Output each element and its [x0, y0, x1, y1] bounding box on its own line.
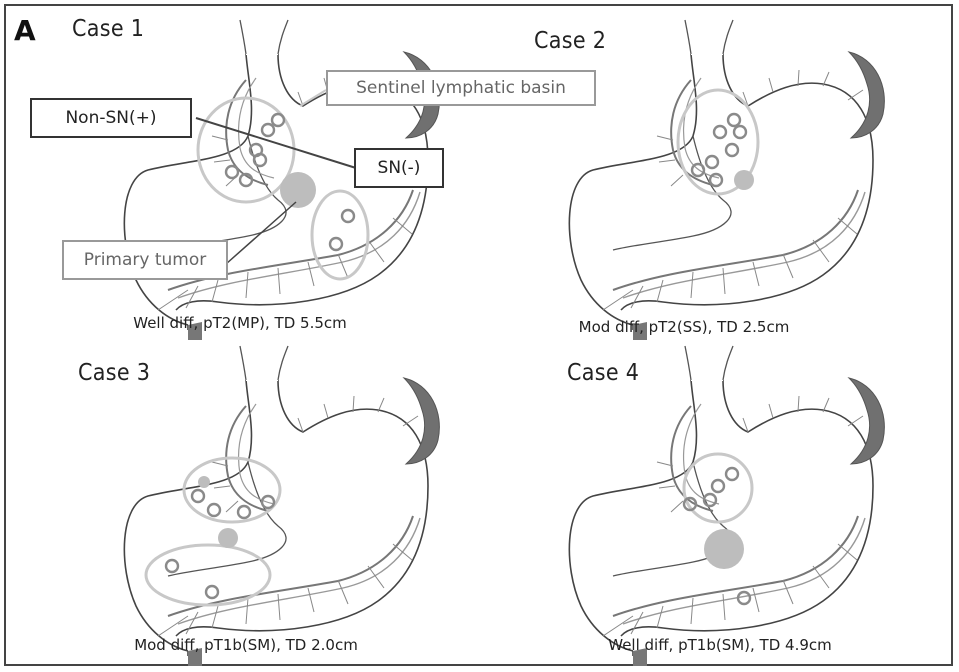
case1-lymph-node: [226, 166, 238, 178]
case3-lymph-node: [166, 560, 178, 572]
case1-caption: Well diff, pT2(MP), TD 5.5cm: [30, 314, 450, 332]
case4-title: Case 4: [567, 360, 639, 386]
case1-lymph-node: [342, 210, 354, 222]
case4-lymph-node: [712, 480, 724, 492]
case2-lymph-node: [706, 156, 718, 168]
case2-lymph-node: [726, 144, 738, 156]
case1-connector-tumor: [226, 202, 296, 264]
case3-lymph-node: [206, 586, 218, 598]
case2-lymph-node: [714, 126, 726, 138]
case4-diagram: [569, 346, 884, 666]
non-sn-positive-label: Non-SN(+): [30, 98, 192, 138]
case1-title: Case 1: [72, 16, 144, 42]
case2-tumor: [734, 170, 754, 190]
case3-lymph-node: [208, 504, 220, 516]
case1-tumor: [280, 172, 316, 208]
case4-lymph-node: [738, 592, 750, 604]
case4-lymph-node: [726, 468, 738, 480]
case1-lymph-node: [330, 238, 342, 250]
case4-tumor: [704, 529, 744, 569]
case3-caption: Mod diff, pT1b(SM), TD 2.0cm: [36, 636, 456, 654]
case3-diagram: [124, 346, 439, 666]
case2-title: Case 2: [534, 28, 606, 54]
case2-lymph-node: [728, 114, 740, 126]
case2-lymph-node: [734, 126, 746, 138]
case3-tumor-small: [198, 476, 210, 488]
case2-lymph-node: [692, 164, 704, 176]
case3-title: Case 3: [78, 360, 150, 386]
panel-letter: A: [14, 14, 36, 47]
case1-lymph-node: [272, 114, 284, 126]
case3-tumor: [218, 528, 238, 548]
sentinel-basin-label: Sentinel lymphatic basin: [326, 70, 596, 106]
case1-basin-outline-2: [312, 191, 368, 279]
case1-lymph-node: [262, 124, 274, 136]
case3-lymph-node: [238, 506, 250, 518]
primary-tumor-label: Primary tumor: [62, 240, 228, 280]
sn-negative-label: SN(-): [354, 148, 444, 188]
case2-lymph-node: [710, 174, 722, 186]
case4-caption: Well diff, pT1b(SM), TD 4.9cm: [510, 636, 930, 654]
case1-connector-basin: [300, 90, 326, 106]
case2-caption: Mod diff, pT2(SS), TD 2.5cm: [474, 318, 894, 336]
case2-diagram: [569, 20, 884, 340]
case3-lymph-node: [192, 490, 204, 502]
case4-basin-outline: [684, 454, 752, 522]
